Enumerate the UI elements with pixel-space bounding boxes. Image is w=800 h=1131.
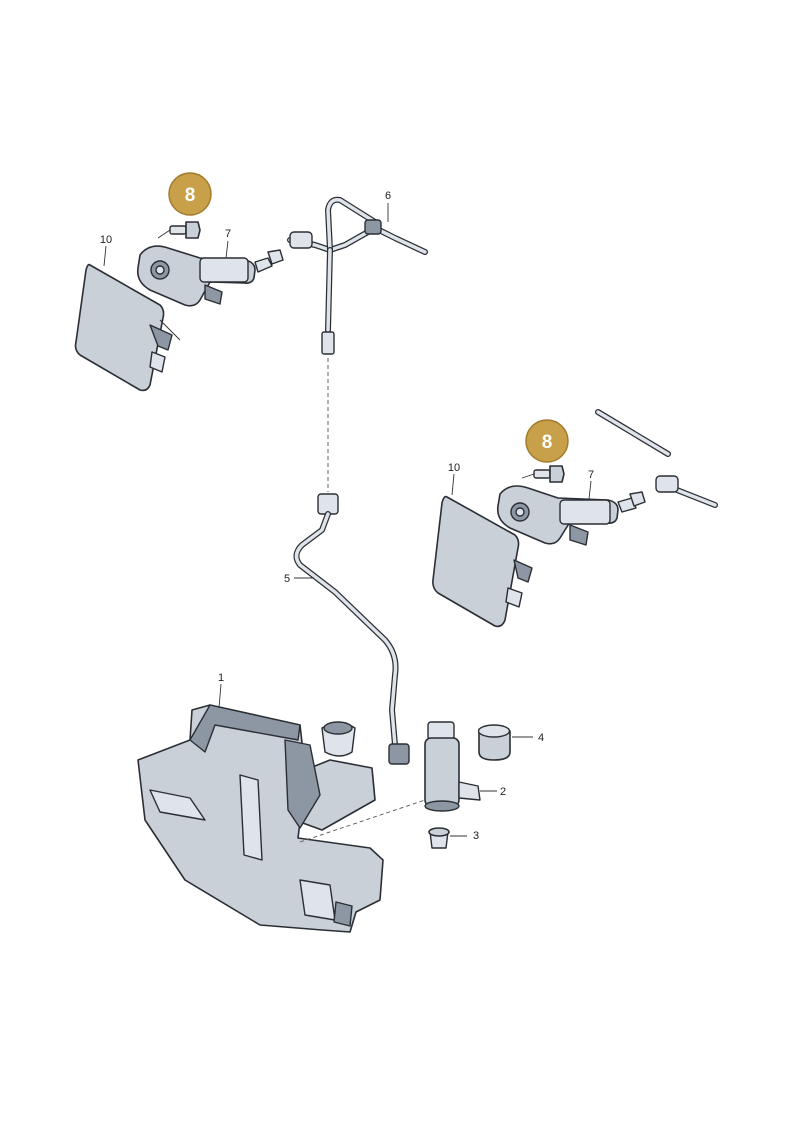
badge-8-upper[interactable]: 8 <box>168 172 212 216</box>
callout-5: 5 <box>284 573 290 585</box>
badge-8-right-text: 8 <box>542 432 553 453</box>
callout-10-right: 10 <box>448 462 460 474</box>
seal-ring[interactable] <box>477 724 534 761</box>
washer-reservoir[interactable] <box>137 704 384 933</box>
screw-left[interactable] <box>157 221 201 239</box>
badge-8-right[interactable]: 8 <box>525 419 569 463</box>
callout-2: 2 <box>500 786 506 798</box>
leader-7b <box>588 480 592 500</box>
leader-10a <box>103 245 107 267</box>
screw-right[interactable] <box>521 465 565 483</box>
grommet[interactable] <box>428 827 467 849</box>
callout-1: 1 <box>218 672 224 684</box>
leader-1 <box>218 683 222 709</box>
callout-6: 6 <box>385 190 391 202</box>
leader-10b <box>451 473 455 496</box>
washer-pump[interactable] <box>424 721 497 812</box>
hose-5[interactable] <box>293 493 410 765</box>
callout-4: 4 <box>538 732 544 744</box>
badge-8-upper-text: 8 <box>185 185 196 206</box>
connection-line-pump <box>299 799 426 843</box>
callout-7-upper: 7 <box>225 228 231 240</box>
cover-cap-right[interactable] <box>432 495 533 628</box>
callout-3: 3 <box>473 830 479 842</box>
washer-cylinder-right[interactable] <box>496 475 718 546</box>
cover-cap-left[interactable] <box>74 263 181 392</box>
callout-7-right: 7 <box>588 469 594 481</box>
hose-piece-right[interactable] <box>595 409 671 457</box>
leader-7a <box>225 240 229 259</box>
hose-network-top[interactable] <box>287 196 428 355</box>
washer-cylinder-left[interactable] <box>136 245 284 307</box>
callout-10-upper: 10 <box>100 234 112 246</box>
